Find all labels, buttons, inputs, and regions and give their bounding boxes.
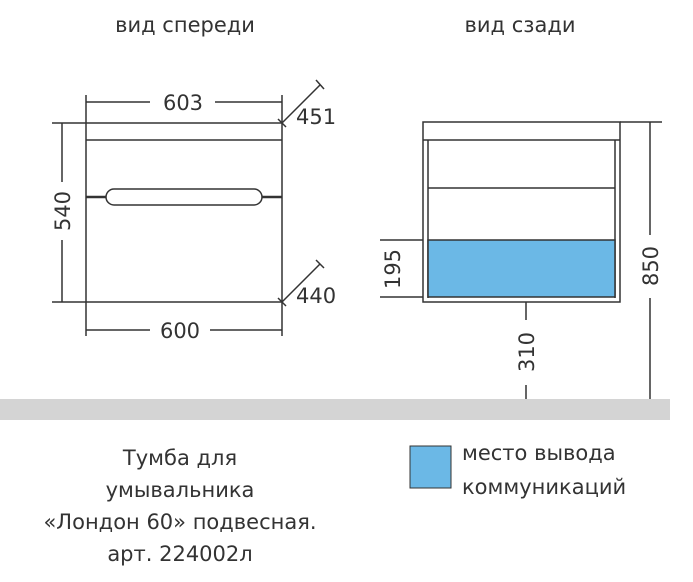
front-view: [52, 79, 325, 336]
legend-swatch: [409, 445, 452, 489]
caption-line: арт. 224002л: [107, 542, 253, 566]
back-view: [380, 121, 662, 400]
caption-line: «Лондон 60» подвесная.: [43, 510, 317, 534]
floor: [0, 399, 670, 420]
dim-outlet-height: 195: [381, 249, 405, 289]
dim-height: 540: [51, 191, 75, 231]
legend-line: место вывода: [462, 441, 616, 465]
dim-top-depth: 451: [296, 105, 336, 129]
dim-bottom-width: 600: [160, 319, 200, 343]
legend-line: коммуникаций: [462, 475, 627, 499]
caption-line: Тумба для: [122, 446, 238, 470]
dim-mount-height: 850: [639, 246, 663, 286]
back-view-title: вид сзади: [465, 13, 576, 37]
communications-outlet-area: [427, 239, 616, 298]
legend-label: место вывода коммуникаций: [462, 436, 626, 504]
dim-top-width: 603: [163, 91, 203, 115]
dim-outlet-from-floor: 310: [515, 332, 539, 372]
front-view-title: вид спереди: [115, 13, 255, 37]
caption: Тумба для умывальника «Лондон 60» подвес…: [20, 442, 340, 570]
dim-bottom-depth: 440: [296, 284, 336, 308]
caption-line: умывальника: [105, 478, 255, 502]
